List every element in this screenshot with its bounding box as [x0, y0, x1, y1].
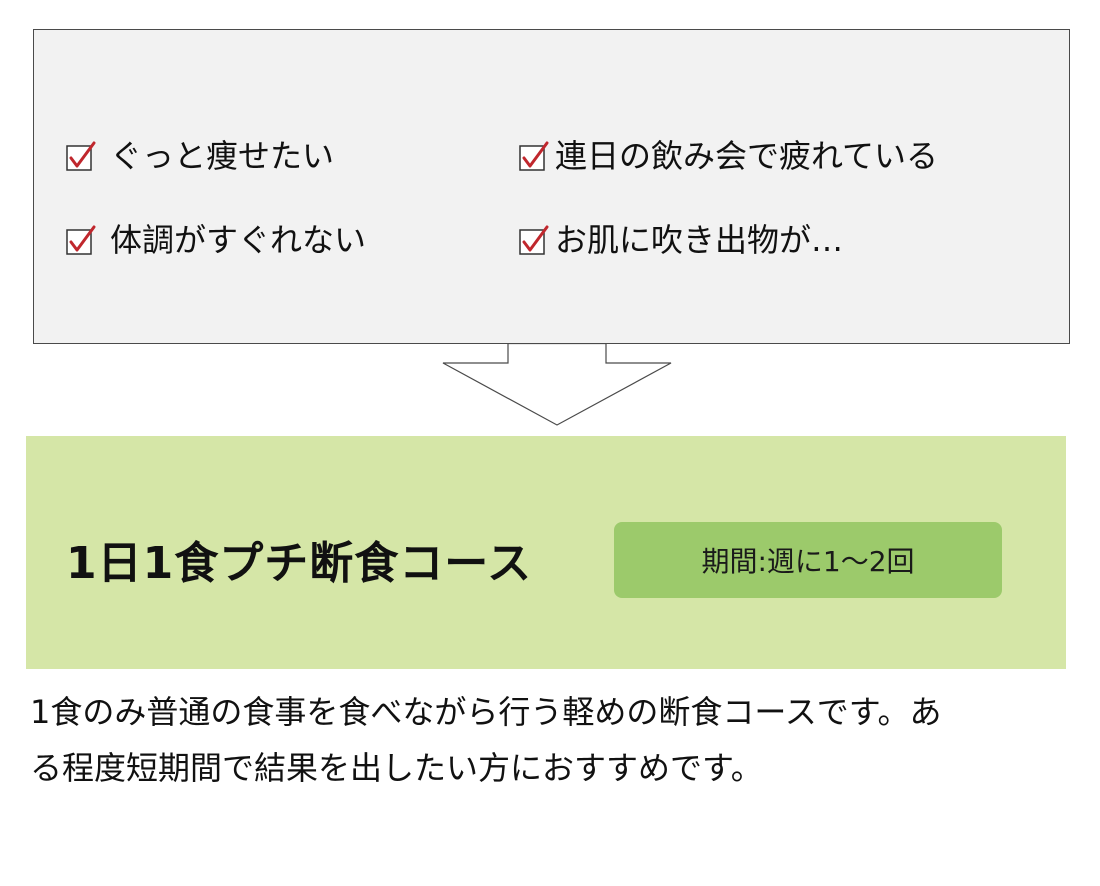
checklist-item-label: お肌に吹き出物が… [555, 221, 844, 259]
course-section: 1日1食プチ断食コース 期間:週に1～2回 [26, 436, 1066, 669]
checkbox-checked-icon [519, 141, 549, 171]
checklist-item-label: ぐっと痩せたい [110, 137, 335, 175]
checkbox-checked-icon [66, 225, 96, 255]
checkbox-checked-icon [519, 225, 549, 255]
checklist-item: ぐっと痩せたい [66, 136, 334, 176]
checklist-item-label: 体調がすぐれない [110, 221, 367, 259]
symptom-checklist-panel: ぐっと痩せたい 連日の飲み会で疲れている 体調がすぐれない お肌に吹き出物が… [33, 29, 1070, 344]
period-badge: 期間:週に1～2回 [614, 522, 1002, 598]
course-description: 1食のみ普通の食事を食べながら行う軽めの断食コースです。あ る程度短期間で結果を… [30, 684, 1080, 796]
description-line: る程度短期間で結果を出したい方におすすめです。 [30, 749, 763, 787]
checklist-item: お肌に吹き出物が… [519, 220, 843, 260]
checklist-item-label: 連日の飲み会で疲れている [555, 137, 939, 175]
description-line: 1食のみ普通の食事を食べながら行う軽めの断食コースです。あ [30, 693, 942, 731]
checkbox-checked-icon [66, 141, 96, 171]
checklist-item: 体調がすぐれない [66, 220, 366, 260]
course-title: 1日1食プチ断食コース [66, 538, 533, 589]
checklist-item: 連日の飲み会で疲れている [519, 136, 938, 176]
down-arrow-icon [442, 343, 672, 426]
